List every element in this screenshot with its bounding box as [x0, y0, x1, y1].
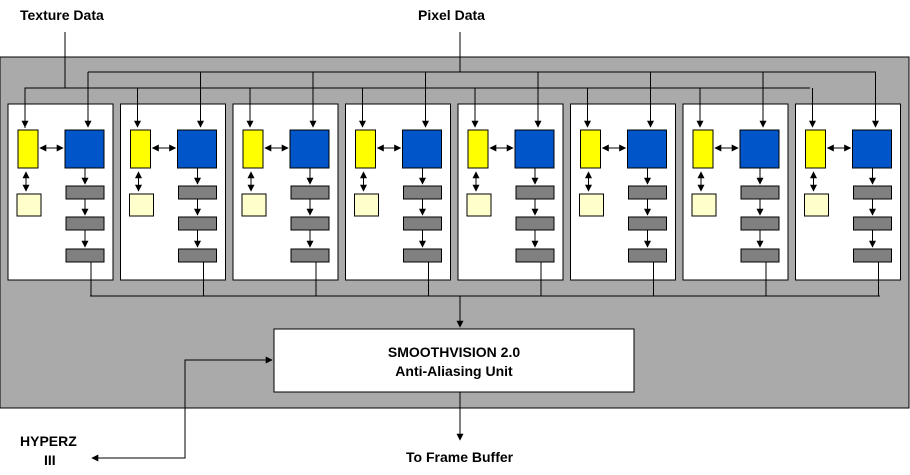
input-buses	[21, 32, 879, 128]
pixel-unit	[852, 129, 892, 169]
texture-unit	[17, 129, 39, 169]
pipeline-stage-2	[515, 216, 555, 231]
pipeline-7	[682, 103, 789, 281]
smoothvision-unit-box	[273, 328, 635, 393]
pixel-unit	[627, 129, 667, 169]
pipeline-stage-2	[740, 216, 780, 231]
texture-unit	[580, 129, 601, 169]
pipeline-stage-2	[290, 216, 330, 231]
pipeline-stage-2	[178, 216, 217, 231]
texture-unit	[355, 129, 376, 169]
pipeline-2	[120, 103, 226, 281]
pipeline-4	[345, 103, 451, 281]
pipeline-6	[570, 103, 676, 281]
pipeline-stage-3	[178, 248, 217, 263]
texture-unit	[130, 129, 151, 169]
texture-cache	[691, 193, 717, 217]
texture-unit	[805, 129, 826, 169]
pixel-pipelines	[7, 103, 901, 281]
pipeline-8	[795, 103, 901, 281]
pixel-unit	[177, 129, 217, 169]
pipeline-stage-2	[853, 216, 892, 231]
pipeline-stage-1	[178, 185, 217, 200]
hyperz-label-line2: III	[44, 452, 56, 468]
pixel-unit	[289, 129, 330, 169]
pipeline-stage-1	[853, 185, 892, 200]
pipeline-stage-3	[65, 248, 105, 263]
pixel-unit	[514, 129, 555, 169]
smoothvision-title: SMOOTHVISION 2.0	[388, 344, 520, 360]
texture-cache	[129, 193, 154, 217]
pipeline-3	[232, 103, 339, 281]
pipeline-stage-1	[290, 185, 330, 200]
smoothvision-subtitle: Anti-Aliasing Unit	[395, 363, 513, 379]
pipeline-stage-2	[65, 216, 105, 231]
texture-unit	[242, 129, 264, 169]
pipeline-stage-1	[628, 185, 667, 200]
pixel-unit	[64, 129, 105, 169]
texture-cache	[466, 193, 492, 217]
pipeline-stage-1	[740, 185, 780, 200]
pixel-unit	[402, 129, 442, 169]
texture-cache	[579, 193, 604, 217]
texture-cache	[804, 193, 829, 217]
texture-unit	[467, 129, 489, 169]
texture-unit	[692, 129, 714, 169]
pipeline-stage-3	[853, 248, 892, 263]
pipeline-stage-3	[403, 248, 442, 263]
pipeline-stage-3	[628, 248, 667, 263]
hyperz-label-line1: HYPERZ	[20, 433, 77, 449]
pipeline-stage-2	[403, 216, 442, 231]
pixel-unit	[739, 129, 780, 169]
texture-data-label: Texture Data	[20, 7, 104, 23]
pixel-data-label: Pixel Data	[418, 7, 485, 23]
pipeline-stage-1	[403, 185, 442, 200]
pipeline-stage-3	[515, 248, 555, 263]
pipeline-5	[457, 103, 564, 281]
frame-buffer-label: To Frame Buffer	[406, 449, 514, 465]
texture-cache	[241, 193, 267, 217]
pipeline-stage-3	[290, 248, 330, 263]
pipeline-stage-1	[65, 185, 105, 200]
texture-cache	[354, 193, 379, 217]
output-connections	[90, 262, 880, 462]
pipeline-stage-3	[740, 248, 780, 263]
pipeline-stage-2	[628, 216, 667, 231]
texture-cache	[16, 193, 42, 217]
pipeline-stage-1	[515, 185, 555, 200]
pipeline-1	[7, 103, 114, 281]
